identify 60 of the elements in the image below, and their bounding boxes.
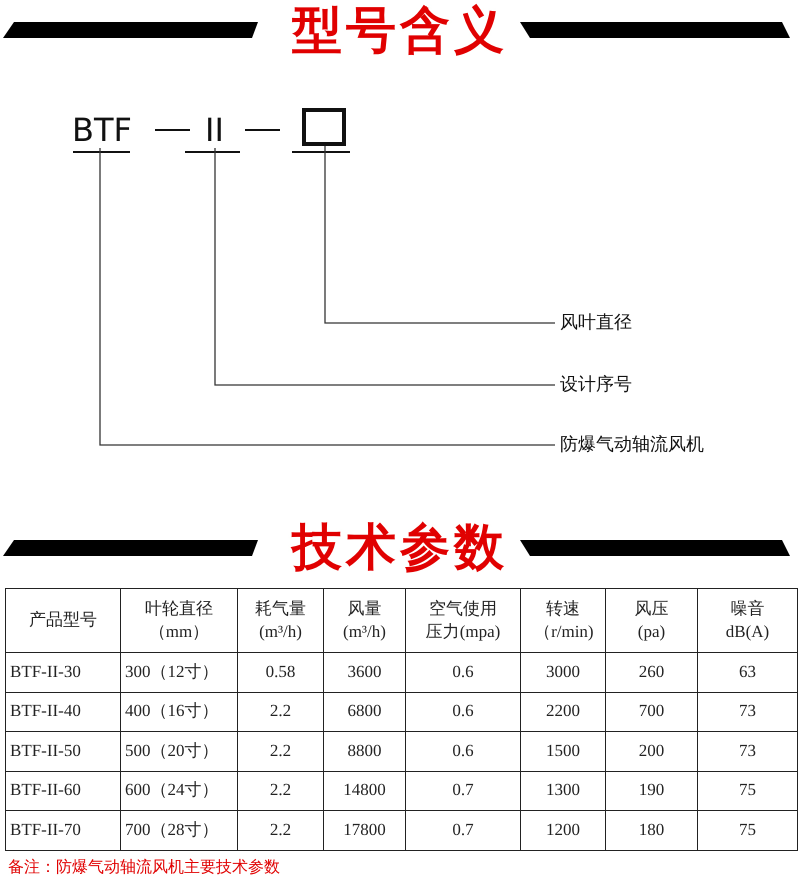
table-cell: 3000 bbox=[520, 652, 606, 692]
table-cell: 14800 bbox=[324, 771, 406, 810]
placeholder-box bbox=[302, 108, 346, 146]
header-cell: 转速（r/min) bbox=[520, 588, 606, 652]
table-cell: 300（12寸） bbox=[120, 652, 238, 692]
table-cell: 190 bbox=[606, 771, 698, 810]
table-cell: 500（20寸） bbox=[120, 732, 238, 771]
table-cell: 260 bbox=[606, 652, 698, 692]
table-cell: 63 bbox=[698, 652, 798, 692]
table-cell: 73 bbox=[698, 692, 798, 732]
header-cell: 耗气量(m³/h) bbox=[238, 588, 324, 652]
note-text: 备注：防爆气动轴流风机主要技术参数 bbox=[8, 857, 280, 878]
header-cell: 风量(m³/h) bbox=[324, 588, 406, 652]
leader-label: 风叶直径 bbox=[560, 310, 680, 336]
code-text: BTF bbox=[72, 112, 132, 148]
table-cell: 200 bbox=[606, 732, 698, 771]
table-cell: 700（28寸） bbox=[120, 810, 238, 850]
header-cell: 空气使用压力(mpa) bbox=[406, 588, 520, 652]
section-heading: 型号含义 bbox=[291, 5, 509, 55]
table-cell: 0.6 bbox=[406, 692, 520, 732]
header-cell: 风压(pa) bbox=[606, 588, 698, 652]
table-cell: 0.7 bbox=[406, 810, 520, 850]
code-text: II bbox=[205, 112, 235, 148]
leader-line bbox=[324, 146, 555, 324]
table-cell: BTF-II-30 bbox=[6, 652, 120, 692]
table-cell: 180 bbox=[606, 810, 698, 850]
table-cell: 1300 bbox=[520, 771, 606, 810]
table-cell: BTF-II-60 bbox=[6, 771, 120, 810]
table-cell: 400（16寸） bbox=[120, 692, 238, 732]
table-cell: 1200 bbox=[520, 810, 606, 850]
header-cell: 产品型号 bbox=[6, 588, 120, 652]
leader-label: 防爆气动轴流风机 bbox=[560, 432, 760, 458]
table-cell: 0.6 bbox=[406, 732, 520, 771]
table-cell: 73 bbox=[698, 732, 798, 771]
leader-line bbox=[214, 148, 555, 386]
table-cell: 1500 bbox=[520, 732, 606, 771]
table-cell: BTF-II-50 bbox=[6, 732, 120, 771]
table-cell: 0.58 bbox=[238, 652, 324, 692]
header-cell: 叶轮直径（mm） bbox=[120, 588, 238, 652]
table-cell: 0.6 bbox=[406, 652, 520, 692]
table-cell: 75 bbox=[698, 810, 798, 850]
table-cell: 600（24寸） bbox=[120, 771, 238, 810]
table-cell: 2.2 bbox=[238, 692, 324, 732]
table-cell: 17800 bbox=[324, 810, 406, 850]
leader-label: 设计序号 bbox=[560, 372, 680, 398]
table-cell: BTF-II-70 bbox=[6, 810, 120, 850]
table-cell: BTF-II-40 bbox=[6, 692, 120, 732]
table-cell: 8800 bbox=[324, 732, 406, 771]
table-cell: 0.7 bbox=[406, 771, 520, 810]
table-cell: 2.2 bbox=[238, 732, 324, 771]
table-cell: 2.2 bbox=[238, 810, 324, 850]
table-cell: 3600 bbox=[324, 652, 406, 692]
table-cell: 2200 bbox=[520, 692, 606, 732]
table-cell: 6800 bbox=[324, 692, 406, 732]
table-cell: 700 bbox=[606, 692, 698, 732]
header-cell: 噪音dB(A) bbox=[698, 588, 798, 652]
section-heading: 技术参数 bbox=[290, 522, 509, 572]
table-cell: 2.2 bbox=[238, 771, 324, 810]
table-cell: 75 bbox=[698, 771, 798, 810]
leader-line bbox=[99, 148, 555, 446]
